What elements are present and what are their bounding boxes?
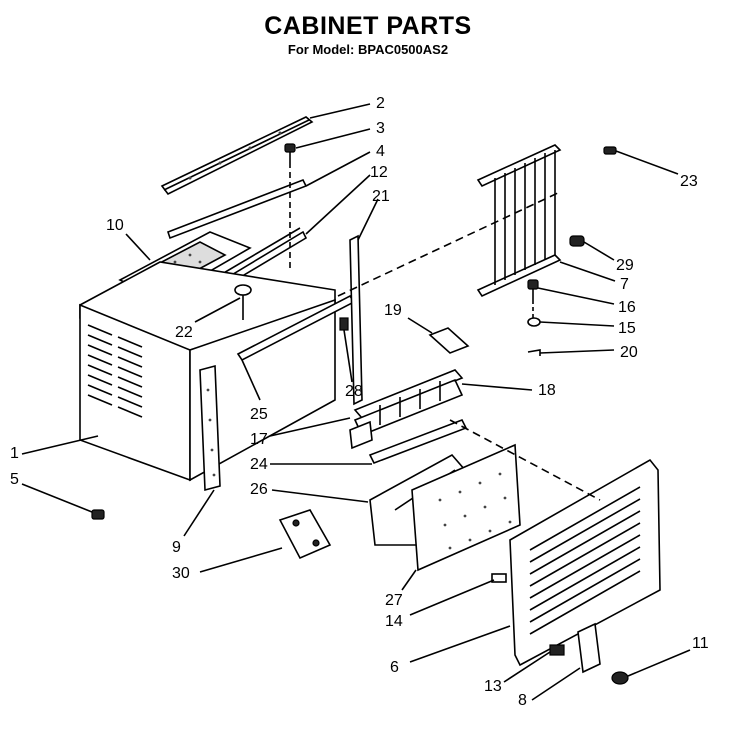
callout-25: 25: [250, 406, 268, 423]
callout-3: 3: [376, 120, 385, 137]
part-9-gasket: [199, 364, 221, 492]
callout-5: 5: [10, 471, 19, 488]
callout-23: 23: [680, 173, 698, 190]
part-28-clip: [339, 317, 349, 331]
part-2-top-rail: [160, 116, 314, 196]
callout-9: 9: [172, 539, 181, 556]
callout-11: 11: [692, 635, 709, 652]
callout-7: 7: [620, 276, 629, 293]
callout-28: 28: [345, 383, 363, 400]
part-20-clip: [527, 349, 541, 356]
callout-22: 22: [175, 324, 193, 341]
model-subtitle: For Model: BPAC0500AS2: [287, 42, 449, 57]
part-11-knob: [611, 671, 629, 685]
callout-19: 19: [384, 302, 402, 319]
part-7-side-curtain: [476, 144, 562, 298]
callout-6: 6: [390, 659, 399, 676]
callout-26: 26: [250, 481, 268, 498]
leader-lines: [21, 103, 691, 701]
part-23-screw: [603, 146, 617, 155]
part-19-bracket: [428, 327, 470, 354]
callout-16: 16: [618, 299, 636, 316]
part-3-screw: [284, 143, 296, 162]
callout-20: 20: [620, 344, 638, 361]
part-8-plate: [577, 622, 601, 674]
callout-1: 1: [10, 445, 19, 462]
callout-15: 15: [618, 320, 636, 337]
callout-27: 27: [385, 592, 403, 609]
callout-24: 24: [250, 456, 268, 473]
callout-12: 12: [370, 164, 388, 181]
callout-29: 29: [616, 257, 634, 274]
callout-2: 2: [376, 95, 385, 112]
page-title: CABINET PARTS: [264, 12, 472, 40]
callout-4: 4: [376, 143, 385, 160]
part-13-block: [549, 644, 565, 656]
part-5-screw: [91, 509, 105, 520]
part-4-strip: [166, 178, 308, 240]
part-16-screw: [527, 279, 539, 300]
callout-18: 18: [538, 382, 556, 399]
part-15-washer: [527, 317, 541, 327]
part-30-bracket: [278, 509, 332, 560]
part-22-plug: [234, 284, 252, 320]
part-17-base: [349, 420, 373, 450]
callout-21: 21: [372, 188, 390, 205]
part-27-filter: [411, 443, 521, 572]
callout-14: 14: [385, 613, 403, 630]
callout-8: 8: [518, 692, 527, 709]
part-21-bracket: [349, 234, 363, 406]
part-6-front-grille: [509, 458, 661, 667]
callout-30: 30: [172, 565, 190, 582]
callout-17: 17: [250, 431, 268, 448]
callout-13: 13: [484, 678, 502, 695]
part-14-clip: [491, 573, 507, 583]
part-29-knob: [569, 235, 585, 247]
callout-10: 10: [106, 217, 124, 234]
part-1-cabinet: [79, 261, 336, 482]
